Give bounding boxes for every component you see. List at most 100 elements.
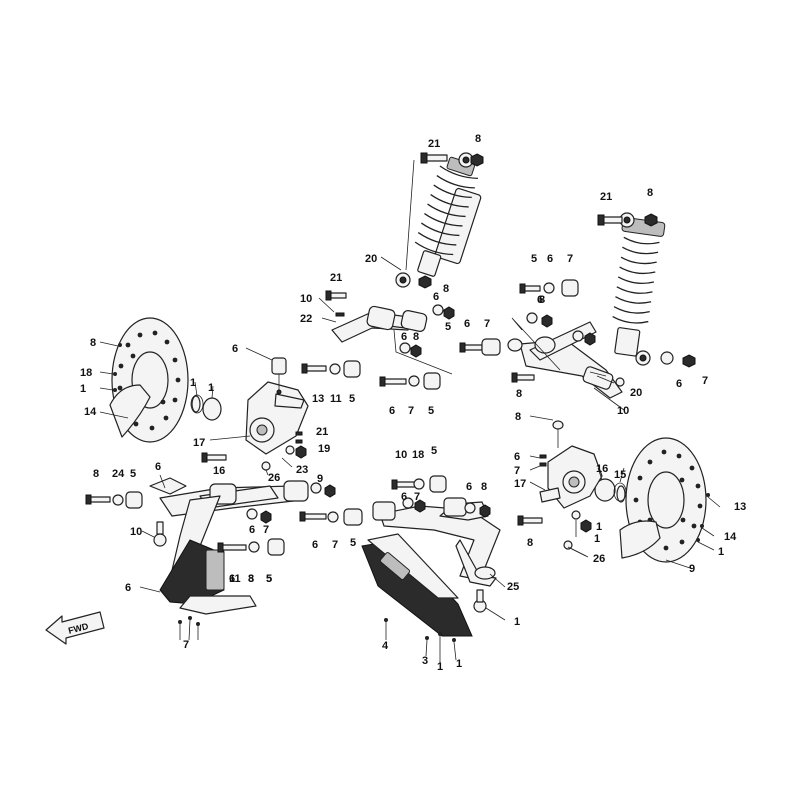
callout: 21	[600, 191, 612, 203]
callout: 11	[330, 393, 342, 405]
callout: 6	[466, 481, 472, 493]
callout: 7	[332, 539, 338, 551]
callout: 7	[567, 253, 573, 265]
callout: 10	[130, 526, 142, 538]
callout: 21	[428, 138, 440, 150]
callout: 3	[422, 655, 428, 667]
callout: 9	[689, 563, 695, 575]
callout: 6	[155, 461, 161, 473]
callout: 8	[90, 337, 96, 349]
callout: 21	[316, 426, 328, 438]
callout: 5	[266, 573, 272, 585]
callout: 10	[300, 293, 312, 305]
callout: 1	[514, 616, 520, 628]
callout: 10	[395, 449, 407, 461]
callout: 3	[248, 573, 254, 585]
callout: 6	[514, 451, 520, 463]
callout: 8	[516, 388, 522, 400]
callout: 8	[248, 573, 254, 585]
callout: 6	[547, 253, 553, 265]
callout: 23	[296, 464, 308, 476]
callout: 1	[596, 521, 602, 533]
callout: 22	[300, 313, 312, 325]
callout: 1	[456, 658, 462, 670]
callout: 1	[190, 377, 196, 389]
callout: 8	[413, 331, 419, 343]
callout: 5	[445, 321, 451, 333]
callout: 5	[266, 573, 272, 585]
callout: 6	[249, 524, 255, 536]
callout: 6	[229, 573, 235, 585]
callout: 6	[676, 378, 682, 390]
callout: 1	[80, 383, 86, 395]
forward-direction-arrow: FWD	[45, 611, 105, 645]
callout: 19	[318, 443, 330, 455]
callout: 13	[312, 393, 324, 405]
callout: 6	[232, 343, 238, 355]
callout: 25	[507, 581, 519, 593]
right-brake-disc	[594, 437, 707, 563]
callout: 13	[734, 501, 746, 513]
callout: 6	[401, 331, 407, 343]
callout: 14	[724, 531, 737, 543]
callout: 11	[229, 573, 241, 585]
callout: 24	[112, 468, 125, 480]
callout: 14	[84, 406, 97, 418]
left-shock-absorber	[395, 152, 484, 289]
callout: 21	[330, 272, 342, 284]
right-guard-plate	[361, 533, 473, 637]
left-guard-plate	[159, 495, 257, 615]
callout: 7	[408, 405, 414, 417]
callout: 7	[263, 524, 269, 536]
leader-lines	[99, 256, 721, 664]
ball-joints	[153, 521, 487, 613]
callout: 1	[437, 661, 443, 673]
callout: 16	[213, 465, 225, 477]
callout: 6	[401, 491, 407, 503]
callout: 6	[125, 582, 131, 594]
right-upper-a-arm	[507, 321, 623, 399]
callout: 17	[193, 437, 205, 449]
callout: 6	[433, 291, 439, 303]
callout: 20	[630, 387, 642, 399]
callout: 5	[350, 537, 356, 549]
callout: 8	[539, 294, 545, 306]
callout: 6	[389, 405, 395, 417]
left-lower-a-arm	[149, 477, 309, 517]
fwd-label: FWD	[67, 621, 90, 636]
callout: 8	[443, 283, 449, 295]
callout: 26	[593, 553, 605, 565]
callout: 5	[349, 393, 355, 405]
callout: 1	[208, 382, 214, 394]
callout: 5	[428, 405, 434, 417]
callout: 8	[527, 537, 533, 549]
callout: 6	[464, 318, 470, 330]
callout: 7	[514, 465, 520, 477]
callout: 18	[80, 367, 92, 379]
callout-labels: 21 8 21 8 20 21 10 22 8 6 5 6 7 6 8 5 6 …	[80, 133, 746, 673]
callout: 26	[268, 472, 280, 484]
callout: 8	[647, 187, 653, 199]
right-steering-knuckle	[539, 420, 603, 509]
callout: 9	[317, 473, 323, 485]
callout: 7	[414, 491, 420, 503]
callout: 6	[537, 294, 543, 306]
callout: 6	[312, 539, 318, 551]
callout: 5	[531, 253, 537, 265]
callout: 7	[183, 639, 189, 651]
callout: 4	[382, 640, 389, 652]
callout: 8	[475, 133, 481, 145]
callout: 8	[481, 481, 487, 493]
callout: 5	[431, 445, 437, 457]
callout: 17	[514, 478, 526, 490]
callout: 1	[718, 546, 724, 558]
right-shock-absorber	[597, 212, 696, 368]
callout: 1	[594, 533, 600, 545]
left-brake-disc	[109, 317, 222, 443]
callout: 7	[702, 375, 708, 387]
left-upper-a-arm	[331, 305, 453, 375]
callout: 20	[365, 253, 377, 265]
left-steering-knuckle	[245, 357, 309, 455]
